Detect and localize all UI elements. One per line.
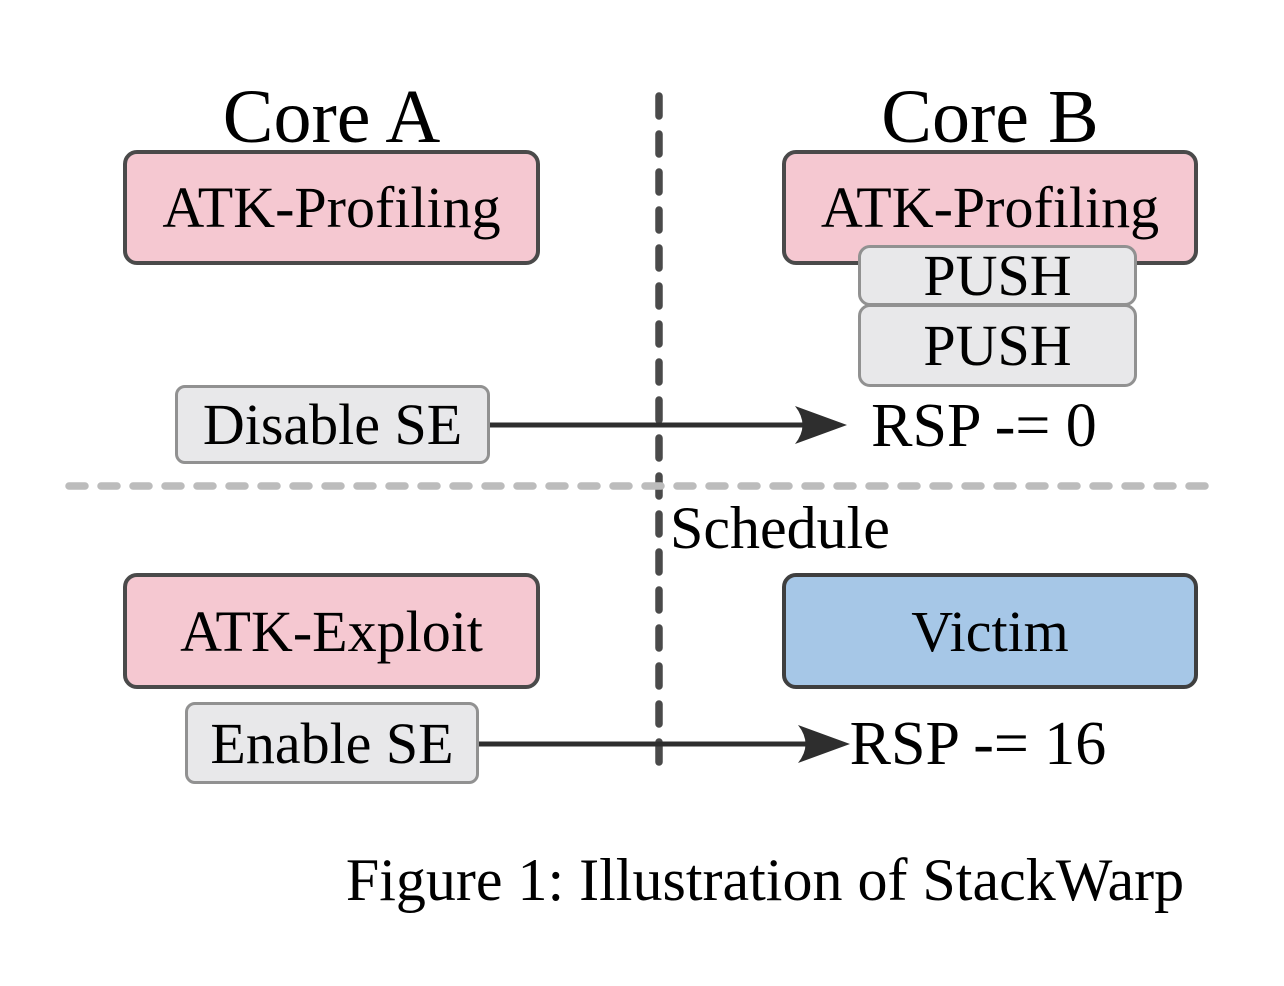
- rsp-zero-annotation: RSP -= 0: [871, 391, 1097, 460]
- push-box-1: PUSH: [858, 243, 1137, 308]
- disable-se-box: Disable SE: [175, 385, 490, 464]
- victim-box: Victim: [782, 573, 1198, 689]
- arrowhead-icon: [798, 725, 850, 763]
- disable-se-label: Disable SE: [202, 392, 463, 457]
- disable-se-arrow: [490, 406, 847, 444]
- push-label: PUSH: [923, 243, 1072, 308]
- enable-se-box: Enable SE: [185, 702, 479, 784]
- enable-se-arrow: [479, 725, 850, 763]
- arrowhead-icon: [795, 406, 847, 444]
- enable-se-label: Enable SE: [210, 710, 454, 776]
- push-label: PUSH: [923, 313, 1072, 378]
- rsp-sixteen-annotation: RSP -= 16: [849, 709, 1107, 778]
- push-box-2: PUSH: [858, 304, 1137, 387]
- figure-caption: Figure 1: Illustration of StackWarp: [345, 847, 1185, 913]
- atk-profiling-label: ATK-Profiling: [820, 175, 1160, 240]
- atk-exploit-box: ATK-Exploit: [123, 573, 540, 689]
- atk-profiling-box-core-a: ATK-Profiling: [123, 150, 540, 265]
- victim-label: Victim: [911, 598, 1069, 664]
- atk-profiling-label: ATK-Profiling: [162, 175, 501, 240]
- core-a-title: Core A: [222, 75, 441, 159]
- schedule-label: Schedule: [670, 495, 890, 561]
- core-b-title: Core B: [881, 75, 1099, 159]
- atk-exploit-label: ATK-Exploit: [180, 598, 483, 664]
